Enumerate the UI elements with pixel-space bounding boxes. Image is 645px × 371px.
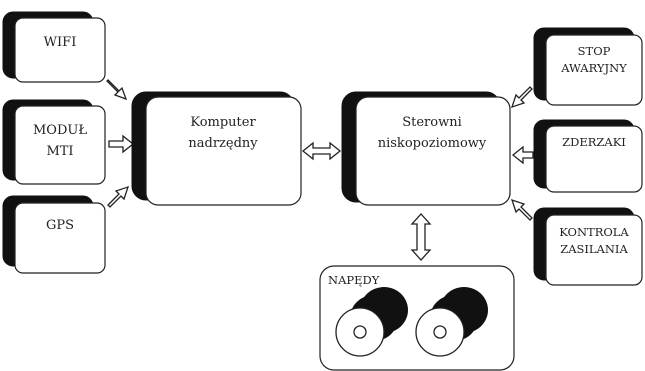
controller-label-line2: niskopoziomowy [378,136,487,151]
modul-mti-block: MODUŁ MTI [2,99,106,185]
arrow-modul-to-computer [108,134,135,154]
kontrola-label-line2: ZASILANIA [560,242,628,256]
arrow-zderzaki-to-controller [511,145,534,165]
controller-block: Sterowni niskopoziomowy [341,91,511,206]
wifi-label: WIFI [44,35,77,50]
computer-label-line1: Komputer [190,115,256,130]
drives-label: NAPĘDY [328,273,380,287]
kontrola-label-line1: KONTROLA [559,225,629,239]
computer-label-line2: nadrzędny [188,136,258,151]
stop-awaryjny-block: STOP AWARYJNY [533,27,643,106]
gps-label: GPS [46,218,74,233]
arrow-controller-drives [410,213,432,261]
kontrola-zasilania-block: KONTROLA ZASILANIA [533,207,643,286]
arrow-wifi-to-computer [106,79,128,101]
wifi-block: WIFI [2,11,106,83]
zderzaki-block: ZDERZAKI [533,119,643,193]
gps-block: GPS [2,195,106,274]
modul-label-line1: MODUŁ [33,123,87,138]
modul-label-line2: MTI [46,144,73,159]
stop-label-line2: AWARYJNY [560,61,627,75]
arrow-gps-to-computer [107,185,130,208]
stop-label-line1: STOP [578,44,611,58]
wheel-left-icon [335,287,408,357]
computer-block: Komputer nadrzędny [131,91,302,206]
wheel-right-icon [415,287,488,357]
controller-label-line1: Sterowni [402,115,462,130]
arrow-kontrola-to-controller [510,198,533,221]
arrow-stop-to-controller [510,86,533,109]
zderzaki-label: ZDERZAKI [562,135,626,149]
arrow-computer-controller [301,141,342,161]
drives-block: NAPĘDY [319,265,515,371]
